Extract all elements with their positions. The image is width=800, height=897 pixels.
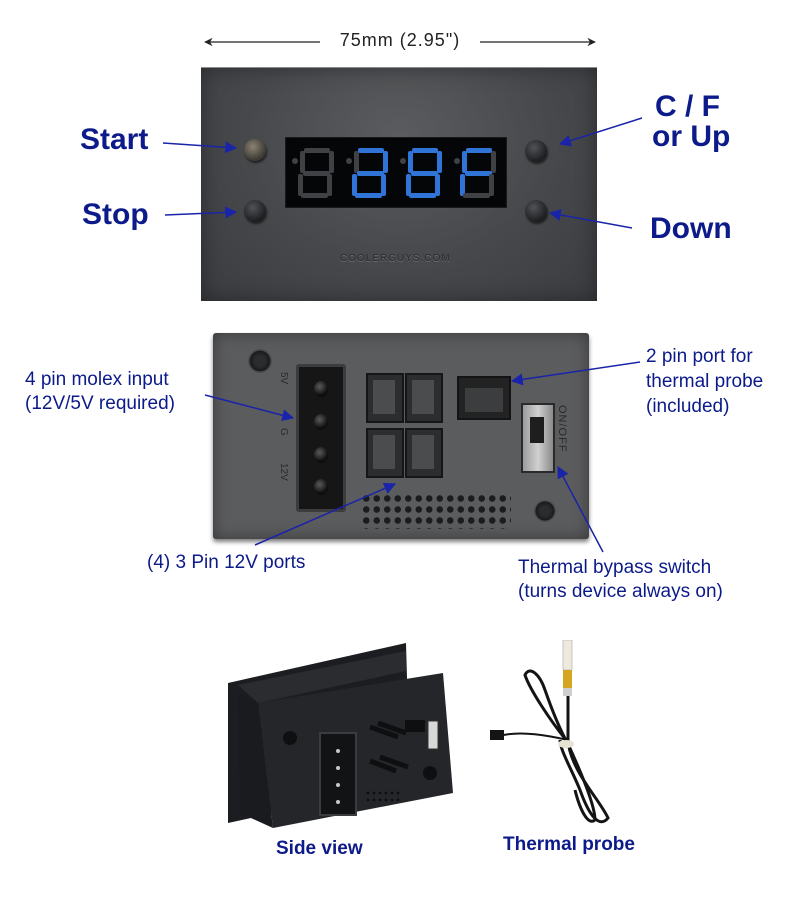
screw-icon	[248, 349, 272, 373]
stop-button[interactable]	[244, 200, 266, 222]
fan-port	[366, 373, 404, 423]
brand-imprint: COOLERGUYS.COM	[340, 253, 451, 264]
display-digit	[454, 148, 498, 198]
probe-port-label-line2: thermal probe	[646, 371, 764, 392]
fan-port	[405, 428, 443, 478]
thermal-probe-photo	[490, 640, 610, 824]
display-digit	[292, 148, 336, 198]
bypass-switch[interactable]	[521, 403, 555, 473]
dimension-label: 75mm (2.95")	[339, 30, 461, 50]
cf-label: C / F	[655, 90, 720, 123]
start-button[interactable]	[244, 139, 266, 161]
molex-label-line2: (12V/5V required)	[25, 393, 175, 414]
start-label: Start	[80, 123, 149, 156]
up-label: or Up	[652, 120, 731, 153]
down-button[interactable]	[525, 200, 547, 222]
fan-port	[405, 373, 443, 423]
molex-label-line1: 4 pin molex input	[25, 369, 169, 390]
display-digit	[400, 148, 444, 198]
molex-connector	[296, 364, 346, 512]
seven-segment-display	[285, 137, 507, 208]
down-label: Down	[650, 212, 732, 245]
bypass-label-line1: Thermal bypass switch	[518, 557, 712, 578]
side-view-caption: Side view	[276, 838, 363, 859]
molex-pin-label: 12V	[278, 463, 289, 481]
molex-pin-label: 5V	[278, 372, 289, 385]
thermal-probe-caption: Thermal probe	[503, 834, 635, 855]
fan-ports-label: (4) 3 Pin 12V ports	[147, 552, 306, 573]
side-view-photo	[228, 643, 453, 828]
probe-port	[457, 376, 511, 420]
probe-port-label-line3: (included)	[646, 396, 730, 417]
fan-port	[366, 428, 404, 478]
probe-port-label-line1: 2 pin port for	[646, 346, 753, 367]
display-digit	[346, 148, 390, 198]
bypass-label-line2: (turns device always on)	[518, 581, 723, 602]
molex-pin-label: G	[278, 428, 289, 436]
vent-holes	[361, 493, 511, 529]
screw-icon	[534, 500, 556, 522]
stop-label: Stop	[82, 198, 149, 231]
switch-label: ON/OFF	[556, 405, 568, 453]
cf-up-button[interactable]	[525, 140, 547, 162]
